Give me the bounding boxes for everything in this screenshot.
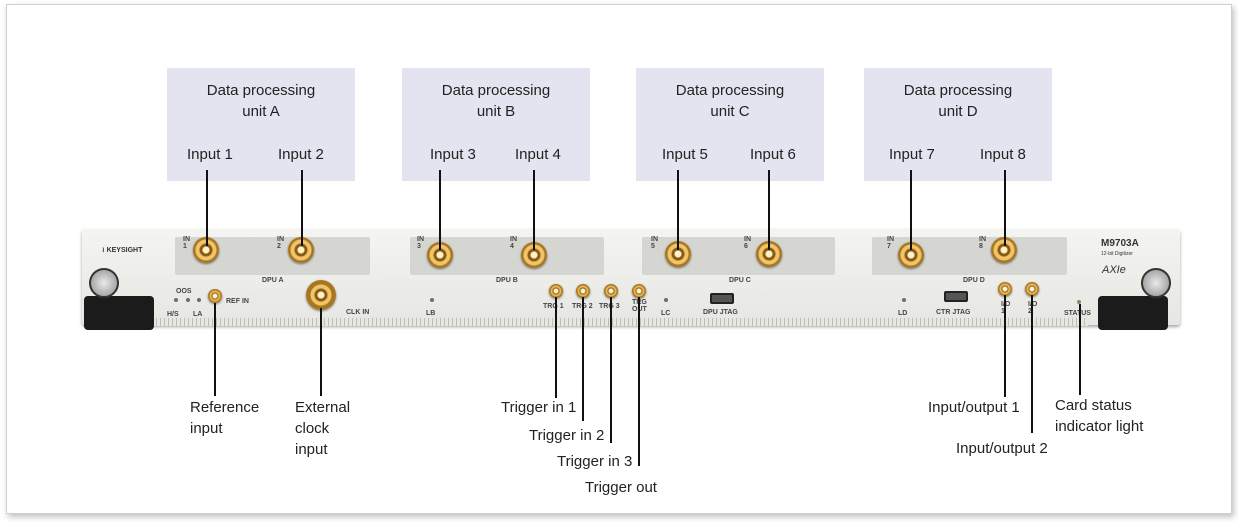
- vent-grille: [88, 318, 1088, 326]
- in6-label: IN 6: [744, 236, 751, 250]
- keysight-logo: ≀ KEYSIGHT: [102, 247, 143, 254]
- leader-trg3: [610, 297, 612, 443]
- dpu-b-panel-label: DPU B: [496, 277, 518, 284]
- input-6-label: Input 6: [750, 146, 796, 163]
- in3-label: IN 3: [417, 236, 424, 250]
- in5-label: IN 5: [651, 236, 658, 250]
- input-5-label: Input 5: [662, 146, 708, 163]
- la-led: [197, 298, 201, 302]
- status-led: [1077, 300, 1081, 304]
- dpu-d-title: Data processing unit D: [903, 82, 1013, 120]
- clk-in-label: CLK IN: [346, 309, 370, 316]
- trigger-in-1-label: Trigger in 1: [501, 399, 577, 416]
- in7-label: IN 7: [887, 236, 894, 250]
- input-2-label: Input 2: [278, 146, 324, 163]
- hs-led: [174, 298, 178, 302]
- dpu-c-box: Data processing unit C: [636, 68, 824, 181]
- trg1-label: TRG 1: [543, 303, 564, 310]
- clk-in-connector[interactable]: [306, 280, 336, 310]
- dpu-d-panel-label: DPU D: [963, 277, 985, 284]
- trigger-in-3-label: Trigger in 3: [557, 453, 633, 470]
- trigger-out-label: Trigger out: [585, 479, 657, 496]
- oos-led: [186, 298, 190, 302]
- ld-label: LD: [898, 310, 908, 317]
- status-label: STATUS: [1064, 310, 1091, 317]
- right-screw-icon: [1141, 268, 1171, 298]
- leader-status: [1079, 304, 1081, 395]
- left-latch-handle[interactable]: [84, 296, 154, 330]
- dpu-a-box: Data processing unit A: [167, 68, 355, 181]
- dpu-b-title: Data processing unit B: [441, 82, 551, 120]
- in1-label: IN 1: [183, 236, 190, 250]
- input-8-label: Input 8: [980, 146, 1026, 163]
- la-label: LA: [193, 311, 203, 318]
- ld-led: [902, 298, 906, 302]
- dpu-b-box: Data processing unit B: [402, 68, 590, 181]
- in8-label: IN 8: [979, 236, 986, 250]
- right-latch-handle[interactable]: [1098, 296, 1168, 330]
- ref-in-connector[interactable]: [208, 289, 222, 303]
- leader-input-4: [533, 170, 535, 250]
- lb-led: [430, 298, 434, 302]
- leader-io2: [1031, 295, 1033, 433]
- trg2-connector[interactable]: [576, 284, 590, 298]
- input-output-1-label: Input/output 1: [928, 399, 1020, 416]
- input-4-label: Input 4: [515, 146, 561, 163]
- dpu-jtag-port[interactable]: [710, 293, 734, 304]
- dpu-a-panel-label: DPU A: [262, 277, 284, 284]
- leader-input-3: [439, 170, 441, 250]
- lc-label: LC: [661, 310, 671, 317]
- ref-in-label: REF IN: [226, 298, 249, 305]
- dpu-d-box: Data processing unit D: [864, 68, 1052, 181]
- external-clock-input-label: External clock input: [295, 399, 351, 458]
- trigger-in-2-label: Trigger in 2: [529, 427, 605, 444]
- leader-ref-in: [214, 303, 216, 396]
- leader-input-2: [301, 170, 303, 246]
- in4-label: IN 4: [510, 236, 517, 250]
- input-1-label: Input 1: [187, 146, 233, 163]
- axie-logo: AXIe: [1102, 264, 1126, 276]
- left-screw-icon: [89, 268, 119, 298]
- leader-trg2: [582, 297, 584, 421]
- ctr-jtag-label: CTR JTAG: [936, 309, 971, 316]
- reference-input-label: Reference input: [190, 399, 260, 437]
- lc-led: [664, 298, 668, 302]
- leader-clk-in: [320, 308, 322, 396]
- trg-out-connector[interactable]: [632, 284, 646, 298]
- io1-connector[interactable]: [998, 282, 1012, 296]
- input-7-label: Input 7: [889, 146, 935, 163]
- dpu-c-title: Data processing unit C: [675, 82, 785, 120]
- leader-trg-out: [638, 297, 640, 466]
- leader-input-5: [677, 170, 679, 250]
- leader-io1: [1004, 295, 1006, 397]
- leader-input-7: [910, 170, 912, 250]
- leader-trg1: [555, 297, 557, 398]
- leader-input-6: [768, 170, 770, 250]
- input-output-2-label: Input/output 2: [956, 440, 1048, 457]
- dpu-jtag-label: DPU JTAG: [703, 309, 738, 316]
- dpu-a-title: Data processing unit A: [206, 82, 316, 120]
- leader-input-8: [1004, 170, 1006, 246]
- dpu-c-panel-label: DPU C: [729, 277, 751, 284]
- in2-label: IN 2: [277, 236, 284, 250]
- io2-connector[interactable]: [1025, 282, 1039, 296]
- trg1-connector[interactable]: [549, 284, 563, 298]
- lb-label: LB: [426, 310, 436, 317]
- hs-label: H/S: [167, 311, 179, 318]
- trg3-label: TRG 3: [599, 303, 620, 310]
- trg3-connector[interactable]: [604, 284, 618, 298]
- input-3-label: Input 3: [430, 146, 476, 163]
- leader-input-1: [206, 170, 208, 246]
- card-status-indicator-label: Card status indicator light: [1055, 397, 1144, 435]
- ctr-jtag-port[interactable]: [944, 291, 968, 302]
- oos-label: OOS: [176, 288, 192, 295]
